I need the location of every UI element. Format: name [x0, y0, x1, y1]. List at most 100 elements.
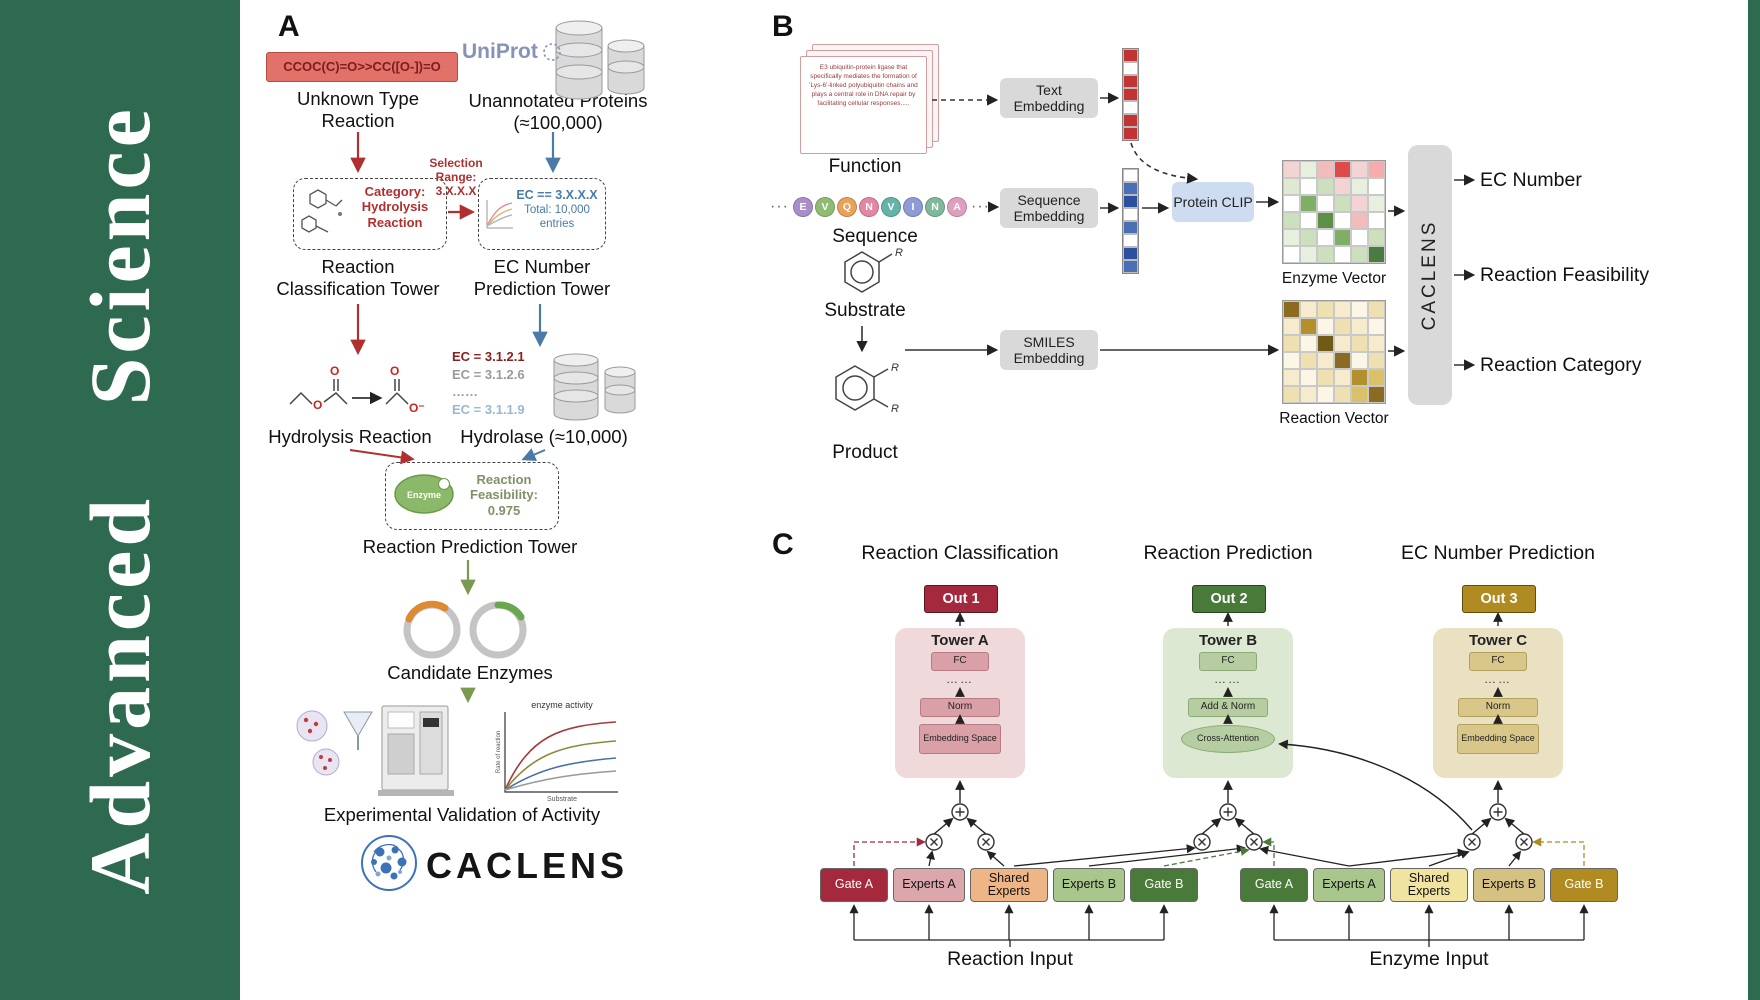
matrix-cell — [1351, 178, 1368, 195]
output-ec-number: EC Number — [1480, 169, 1582, 191]
matrix-cell — [1334, 161, 1351, 178]
matrix-cell — [1283, 246, 1300, 263]
matrix-cell — [1334, 178, 1351, 195]
tower-c-title: Tower C — [1468, 632, 1528, 649]
matrix-cell — [1334, 318, 1351, 335]
reaction-vector-matrix — [1282, 300, 1386, 404]
shared-experts-box: Shared Experts — [970, 868, 1048, 902]
substrate-molecule-icon — [844, 251, 893, 293]
r-group-label: R — [891, 362, 899, 374]
matrix-cell — [1368, 352, 1385, 369]
matrix-cell — [1368, 212, 1385, 229]
matrix-cell — [1300, 161, 1317, 178]
smiles-embedding-box: SMILES Embedding — [1000, 330, 1098, 370]
journal-banner: Advanced Science — [0, 0, 240, 1000]
matrix-cell — [1283, 386, 1300, 403]
gate-a-box: Gate A — [1240, 868, 1308, 902]
matrix-cell — [1368, 195, 1385, 212]
matrix-cell — [1123, 169, 1138, 182]
panel-b-letter: B — [772, 10, 794, 43]
matrix-cell — [1351, 352, 1368, 369]
add-norm-block: Add & Norm — [1188, 698, 1268, 717]
matrix-cell — [1317, 301, 1334, 318]
gate-b-box: Gate B — [1130, 868, 1198, 902]
matrix-cell — [1123, 75, 1138, 88]
uniprot-database-icon — [555, 20, 645, 100]
tower-a-panel: Tower A FC …… Norm Embedding Space — [895, 628, 1025, 778]
matrix-cell — [1300, 178, 1317, 195]
panel-a-letter: A — [278, 10, 300, 43]
reaction-classification-tower-label: Reaction Classification Tower — [276, 256, 440, 299]
column-title-reaction-classification: Reaction Classification — [861, 542, 1059, 564]
matrix-cell — [1368, 229, 1385, 246]
function-card: E3 ubiquitin-protein ligase that specifi… — [800, 56, 927, 154]
sequence-embedding-vector — [1122, 168, 1139, 274]
function-label: Function — [828, 156, 902, 177]
oxygen-anion-atom: O⁻ — [409, 401, 425, 415]
feasibility-label: Reaction Feasibility: 0.975 — [470, 472, 538, 518]
uniprot-logo: UniProt — [462, 40, 538, 63]
matrix-cell — [1368, 386, 1385, 403]
matrix-cell — [1317, 161, 1334, 178]
hydrolysis-reaction-label: Hydrolysis Reaction — [268, 426, 432, 447]
shared-experts-box: Shared Experts — [1390, 868, 1468, 902]
oxygen-atom: O — [390, 364, 399, 378]
experts-b-box: Experts B — [1473, 868, 1545, 902]
matrix-cell — [1123, 195, 1138, 208]
matrix-cell — [1368, 318, 1385, 335]
right-border-bar — [1748, 0, 1760, 1000]
matrix-cell — [1283, 178, 1300, 195]
matrix-cell — [1317, 246, 1334, 263]
matrix-cell — [1123, 114, 1138, 127]
fc-block: FC — [931, 652, 989, 671]
matrix-cell — [1300, 212, 1317, 229]
matrix-cell — [1351, 161, 1368, 178]
oxygen-atom: O — [313, 398, 322, 412]
ellipsis: ··· — [970, 198, 990, 215]
reaction-vector-label: Reaction Vector — [1279, 410, 1389, 427]
feasibility-box — [385, 462, 559, 530]
matrix-cell — [1300, 195, 1317, 212]
dots-block: …… — [1484, 672, 1512, 686]
matrix-cell — [1283, 352, 1300, 369]
ec-item: EC = 3.1.1.9 — [452, 401, 525, 417]
residue-circle: Q — [836, 197, 857, 217]
matrix-cell — [1300, 301, 1317, 318]
matrix-cell — [1351, 195, 1368, 212]
hydrolase-label: Hydrolase (≈10,000) — [460, 426, 628, 447]
matrix-cell — [1283, 195, 1300, 212]
residue-circle: A — [946, 197, 967, 217]
caclens-wordmark: CACLENS — [426, 845, 629, 886]
matrix-cell — [1351, 301, 1368, 318]
matrix-cell — [1300, 246, 1317, 263]
matrix-cell — [1300, 318, 1317, 335]
unknown-reaction-label: Unknown Type Reaction — [296, 88, 420, 131]
matrix-cell — [1368, 178, 1385, 195]
matrix-cell — [1334, 246, 1351, 263]
matrix-cell — [1334, 229, 1351, 246]
category-label: Category: Hydrolysis Reaction — [361, 184, 429, 230]
output-reaction-category: Reaction Category — [1480, 354, 1642, 376]
experts-a-box: Experts A — [893, 868, 965, 902]
unannotated-proteins-label: Unannotated Proteins (≈100,000) — [468, 90, 648, 133]
plot-ylabel: Rate of reaction — [496, 731, 502, 773]
matrix-cell — [1123, 49, 1138, 62]
matrix-cell — [1317, 195, 1334, 212]
matrix-cell — [1334, 386, 1351, 403]
norm-block: Norm — [920, 698, 1000, 717]
matrix-cell — [1368, 161, 1385, 178]
r-group-label: R — [895, 247, 903, 259]
experimental-validation-label: Experimental Validation of Activity — [323, 804, 601, 825]
dots-block: …… — [1214, 672, 1242, 686]
matrix-cell — [1283, 301, 1300, 318]
matrix-cell — [1351, 335, 1368, 352]
reaction-prediction-tower-label: Reaction Prediction Tower — [362, 536, 578, 557]
norm-block: Norm — [1458, 698, 1538, 717]
experts-b-box: Experts B — [1053, 868, 1125, 902]
matrix-cell — [1351, 246, 1368, 263]
r-group-label: R — [891, 403, 899, 415]
enzyme-vector-label: Enzyme Vector — [1281, 270, 1387, 287]
matrix-cell — [1368, 301, 1385, 318]
ec-item: EC = 3.1.2.1 — [452, 349, 525, 364]
